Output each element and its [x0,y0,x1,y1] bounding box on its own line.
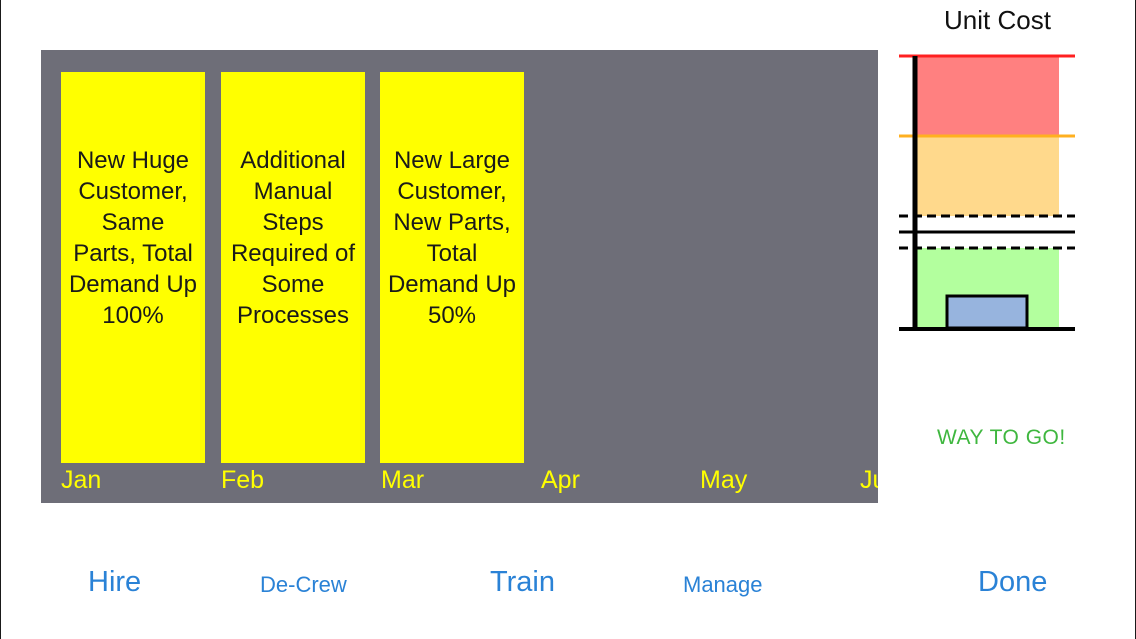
status-message: WAY TO GO! [937,426,1066,449]
event-text-mar: New Large Customer, New Parts, Total Dem… [387,146,517,329]
gauge-zone-red [915,56,1059,136]
event-text-jan: New Huge Customer, Same Parts, Total Dem… [68,146,198,329]
unit-cost-title: Unit Cost [944,5,1051,35]
unit-cost-gauge [899,54,1075,331]
gauge-cost-marker [945,294,1029,330]
frame-edge-left [0,0,1,639]
gauge-zone-orange [915,136,1059,216]
month-label-may: May [700,466,748,494]
event-text-feb: Additional Manual Steps Required of Some… [230,146,356,329]
month-label-feb: Feb [221,466,265,494]
decrew-button[interactable]: De-Crew [260,572,347,597]
manage-button[interactable]: Manage [683,572,763,597]
month-label-jun: Ju [860,466,878,494]
hire-button[interactable]: Hire [88,566,142,598]
timeline-panel: New Huge Customer, Same Parts, Total Dem… [41,50,878,503]
month-label-jan: Jan [61,466,102,494]
event-card-jan[interactable]: New Huge Customer, Same Parts, Total Dem… [61,72,205,463]
train-button[interactable]: Train [490,566,555,598]
month-label-mar: Mar [381,466,425,494]
event-card-mar[interactable]: New Large Customer, New Parts, Total Dem… [380,72,524,463]
done-button[interactable]: Done [978,566,1048,598]
month-label-apr: Apr [541,466,580,494]
event-card-feb[interactable]: Additional Manual Steps Required of Some… [221,72,365,463]
